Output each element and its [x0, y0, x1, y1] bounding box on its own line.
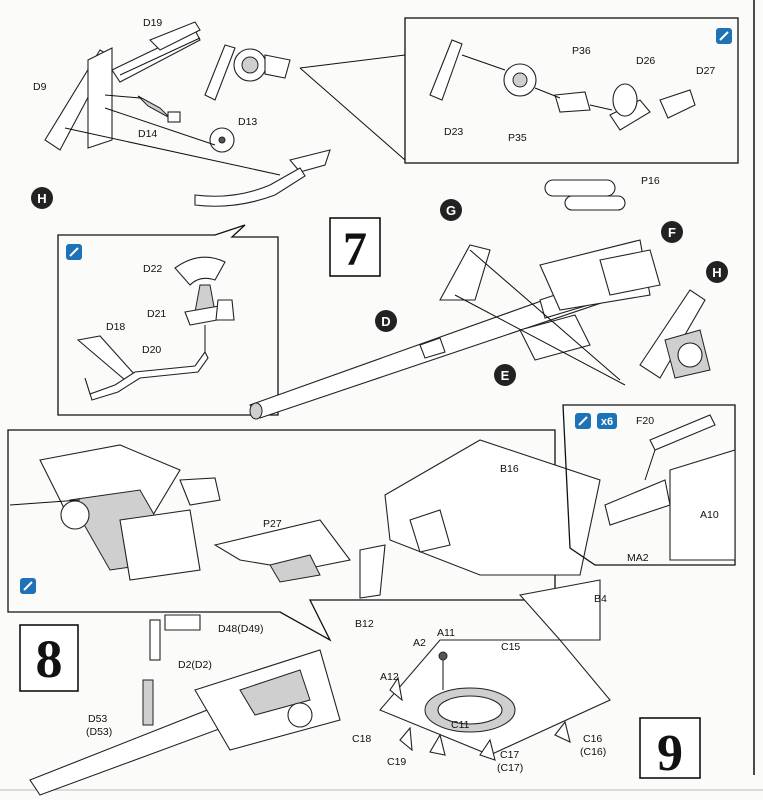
label-A2: A2	[413, 637, 426, 649]
label-D20: D20	[142, 344, 161, 356]
detail-box-shells	[562, 404, 736, 566]
label-C17a: C17	[500, 749, 519, 761]
label-D9: D9	[33, 81, 47, 93]
label-C11: C11	[451, 719, 470, 731]
step-8-assembly	[29, 614, 341, 796]
label-D13: D13	[238, 116, 257, 128]
multiplier-badge	[597, 413, 617, 429]
label-A11: A11	[437, 627, 455, 639]
step-7-number: 7	[343, 223, 367, 276]
label-D19: D19	[143, 17, 162, 29]
svg-text:F: F	[668, 225, 676, 240]
label-P36: P36	[572, 45, 591, 57]
detail-box-left	[57, 224, 279, 416]
detail-parts-top-right	[429, 39, 696, 131]
circle-h-right: H	[706, 261, 728, 283]
label-B12: B12	[355, 618, 374, 630]
step-9-box	[639, 717, 701, 779]
label-C16b: (C16)	[580, 746, 606, 758]
circle-f: F	[661, 221, 683, 243]
label-D48: D48(D49)	[218, 623, 264, 635]
detail-box-step8	[7, 429, 556, 642]
label-A10: A10	[700, 509, 719, 521]
detail-parts-step8	[9, 444, 351, 583]
label-D26: D26	[636, 55, 655, 67]
label-C17b: (C17)	[497, 762, 523, 774]
step-9-number: 9	[657, 725, 683, 782]
label-P35: P35	[508, 132, 527, 144]
circle-h-top: H	[31, 187, 53, 209]
label-D53a: D53	[88, 713, 107, 725]
label-C19: C19	[387, 756, 406, 768]
label-C18: C18	[352, 733, 371, 745]
label-P16: P16	[641, 175, 660, 187]
svg-text:D: D	[381, 314, 390, 329]
part-labels: D19 D9 D14 D13 D23 P35 P36 D26 D27 D22 D…	[33, 17, 719, 774]
svg-text:H: H	[712, 265, 721, 280]
label-P27: P27	[263, 518, 282, 530]
step-7-box	[329, 217, 381, 277]
shell-parts	[604, 414, 736, 561]
svg-text:H: H	[37, 191, 46, 206]
detail-box-top-right	[404, 17, 739, 164]
label-C15: C15	[501, 641, 520, 653]
label-D53b: (D53)	[86, 726, 112, 738]
label-B4: B4	[594, 593, 607, 605]
step-8-number: 8	[36, 629, 63, 689]
label-A12: A12	[380, 671, 399, 683]
label-B16: B16	[500, 463, 519, 475]
svg-text:E: E	[501, 368, 510, 383]
label-F20: F20	[636, 415, 654, 427]
step-8-box	[19, 624, 79, 692]
label-D14: D14	[138, 128, 157, 140]
detail-parts-left	[76, 256, 235, 401]
label-D23: D23	[444, 126, 463, 138]
label-D27: D27	[696, 65, 715, 77]
label-D21: D21	[147, 308, 166, 320]
sub-assembly-h-parts	[44, 21, 331, 207]
circle-g: G	[440, 199, 462, 221]
label-MA2: MA2	[627, 552, 649, 564]
label-D2: D2(D2)	[178, 659, 212, 671]
mount-assembly	[439, 179, 711, 386]
label-C16a: C16	[583, 733, 602, 745]
superstructure	[359, 439, 611, 761]
circle-e: E	[494, 364, 516, 386]
circle-d: D	[375, 310, 397, 332]
svg-text:G: G	[446, 203, 456, 218]
multiplier-label: x6	[601, 416, 613, 428]
label-D22: D22	[143, 263, 162, 275]
label-D18: D18	[106, 321, 125, 333]
